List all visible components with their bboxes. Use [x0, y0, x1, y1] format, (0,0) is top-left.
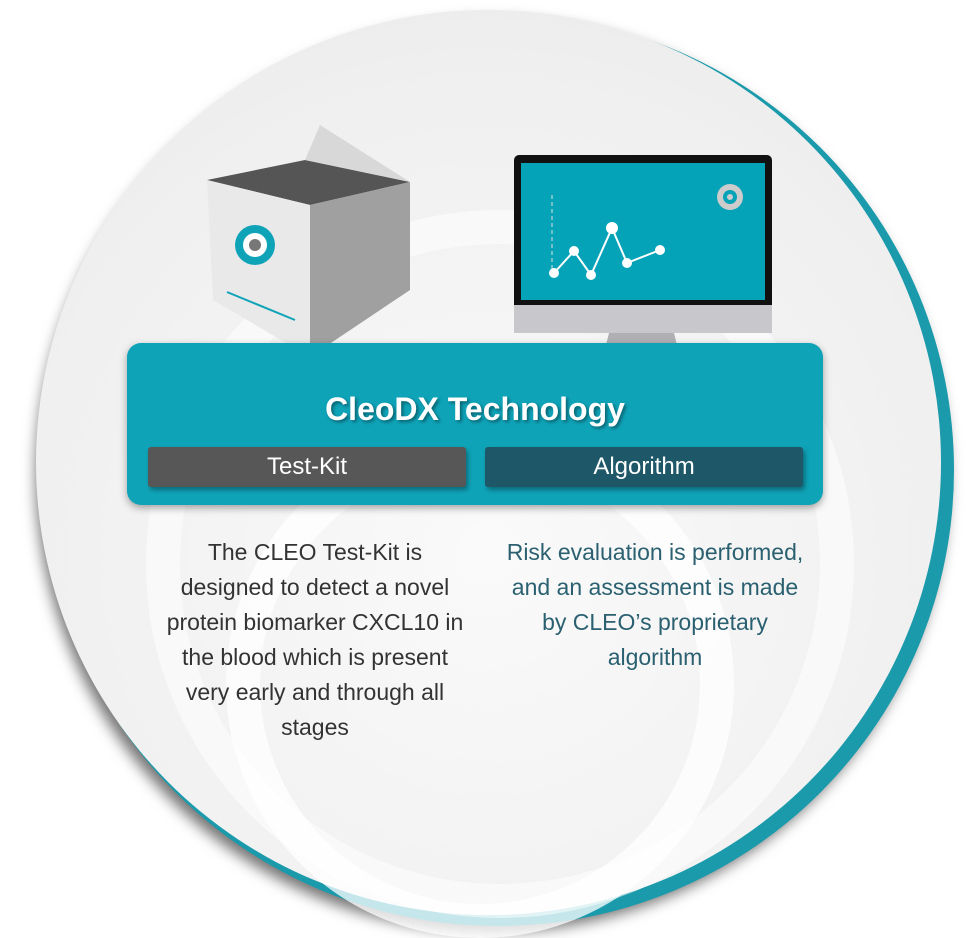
panel-title: CleoDX Technology	[325, 391, 625, 427]
monitor-icon	[514, 155, 772, 359]
test-kit-button[interactable]: Test-Kit	[148, 447, 466, 487]
algorithm-description: Risk evaluation is performed, and an ass…	[506, 539, 804, 670]
test-kit-description: The CLEO Test-Kit is designed to detect …	[166, 539, 464, 740]
algorithm-button[interactable]: Algorithm	[485, 447, 803, 487]
test-kit-box-icon	[207, 125, 410, 357]
technology-panel: CleoDX Technology Test-Kit Algorithm	[127, 343, 823, 505]
